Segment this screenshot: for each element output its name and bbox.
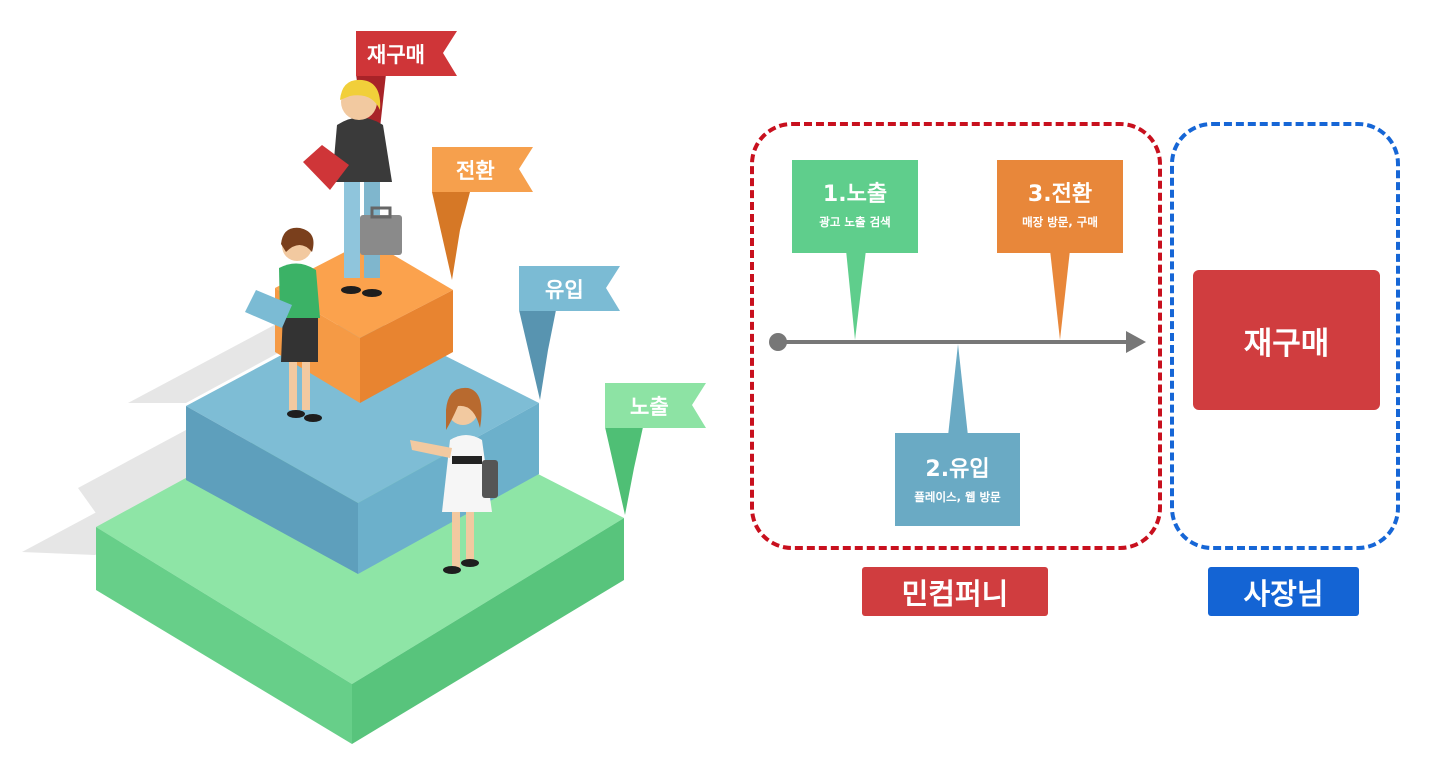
owner-label: 사장님: [1208, 567, 1359, 616]
arrow-head: [1126, 331, 1146, 353]
step3-subtitle: 매장 방문, 구매: [997, 214, 1123, 230]
company-label: 민컴퍼니: [862, 567, 1048, 616]
step3-callout: 3.전환 매장 방문, 구매: [997, 160, 1123, 253]
timeline-start-dot: [769, 333, 787, 351]
repurchase-box: 재구매: [1193, 270, 1380, 410]
step1-pointer: [846, 250, 866, 340]
step2-pointer: [948, 344, 968, 436]
step1-title: 1.노출: [792, 182, 918, 208]
step3-title: 3.전환: [997, 182, 1123, 208]
step1-callout: 1.노출 광고 노출 검색: [792, 160, 918, 253]
step3-pointer: [1050, 250, 1070, 340]
step2-subtitle: 플레이스, 웹 방문: [895, 489, 1020, 505]
step2-callout: 2.유입 플레이스, 웹 방문: [895, 433, 1020, 526]
step2-title: 2.유입: [895, 457, 1020, 483]
step1-subtitle: 광고 노출 검색: [792, 214, 918, 230]
